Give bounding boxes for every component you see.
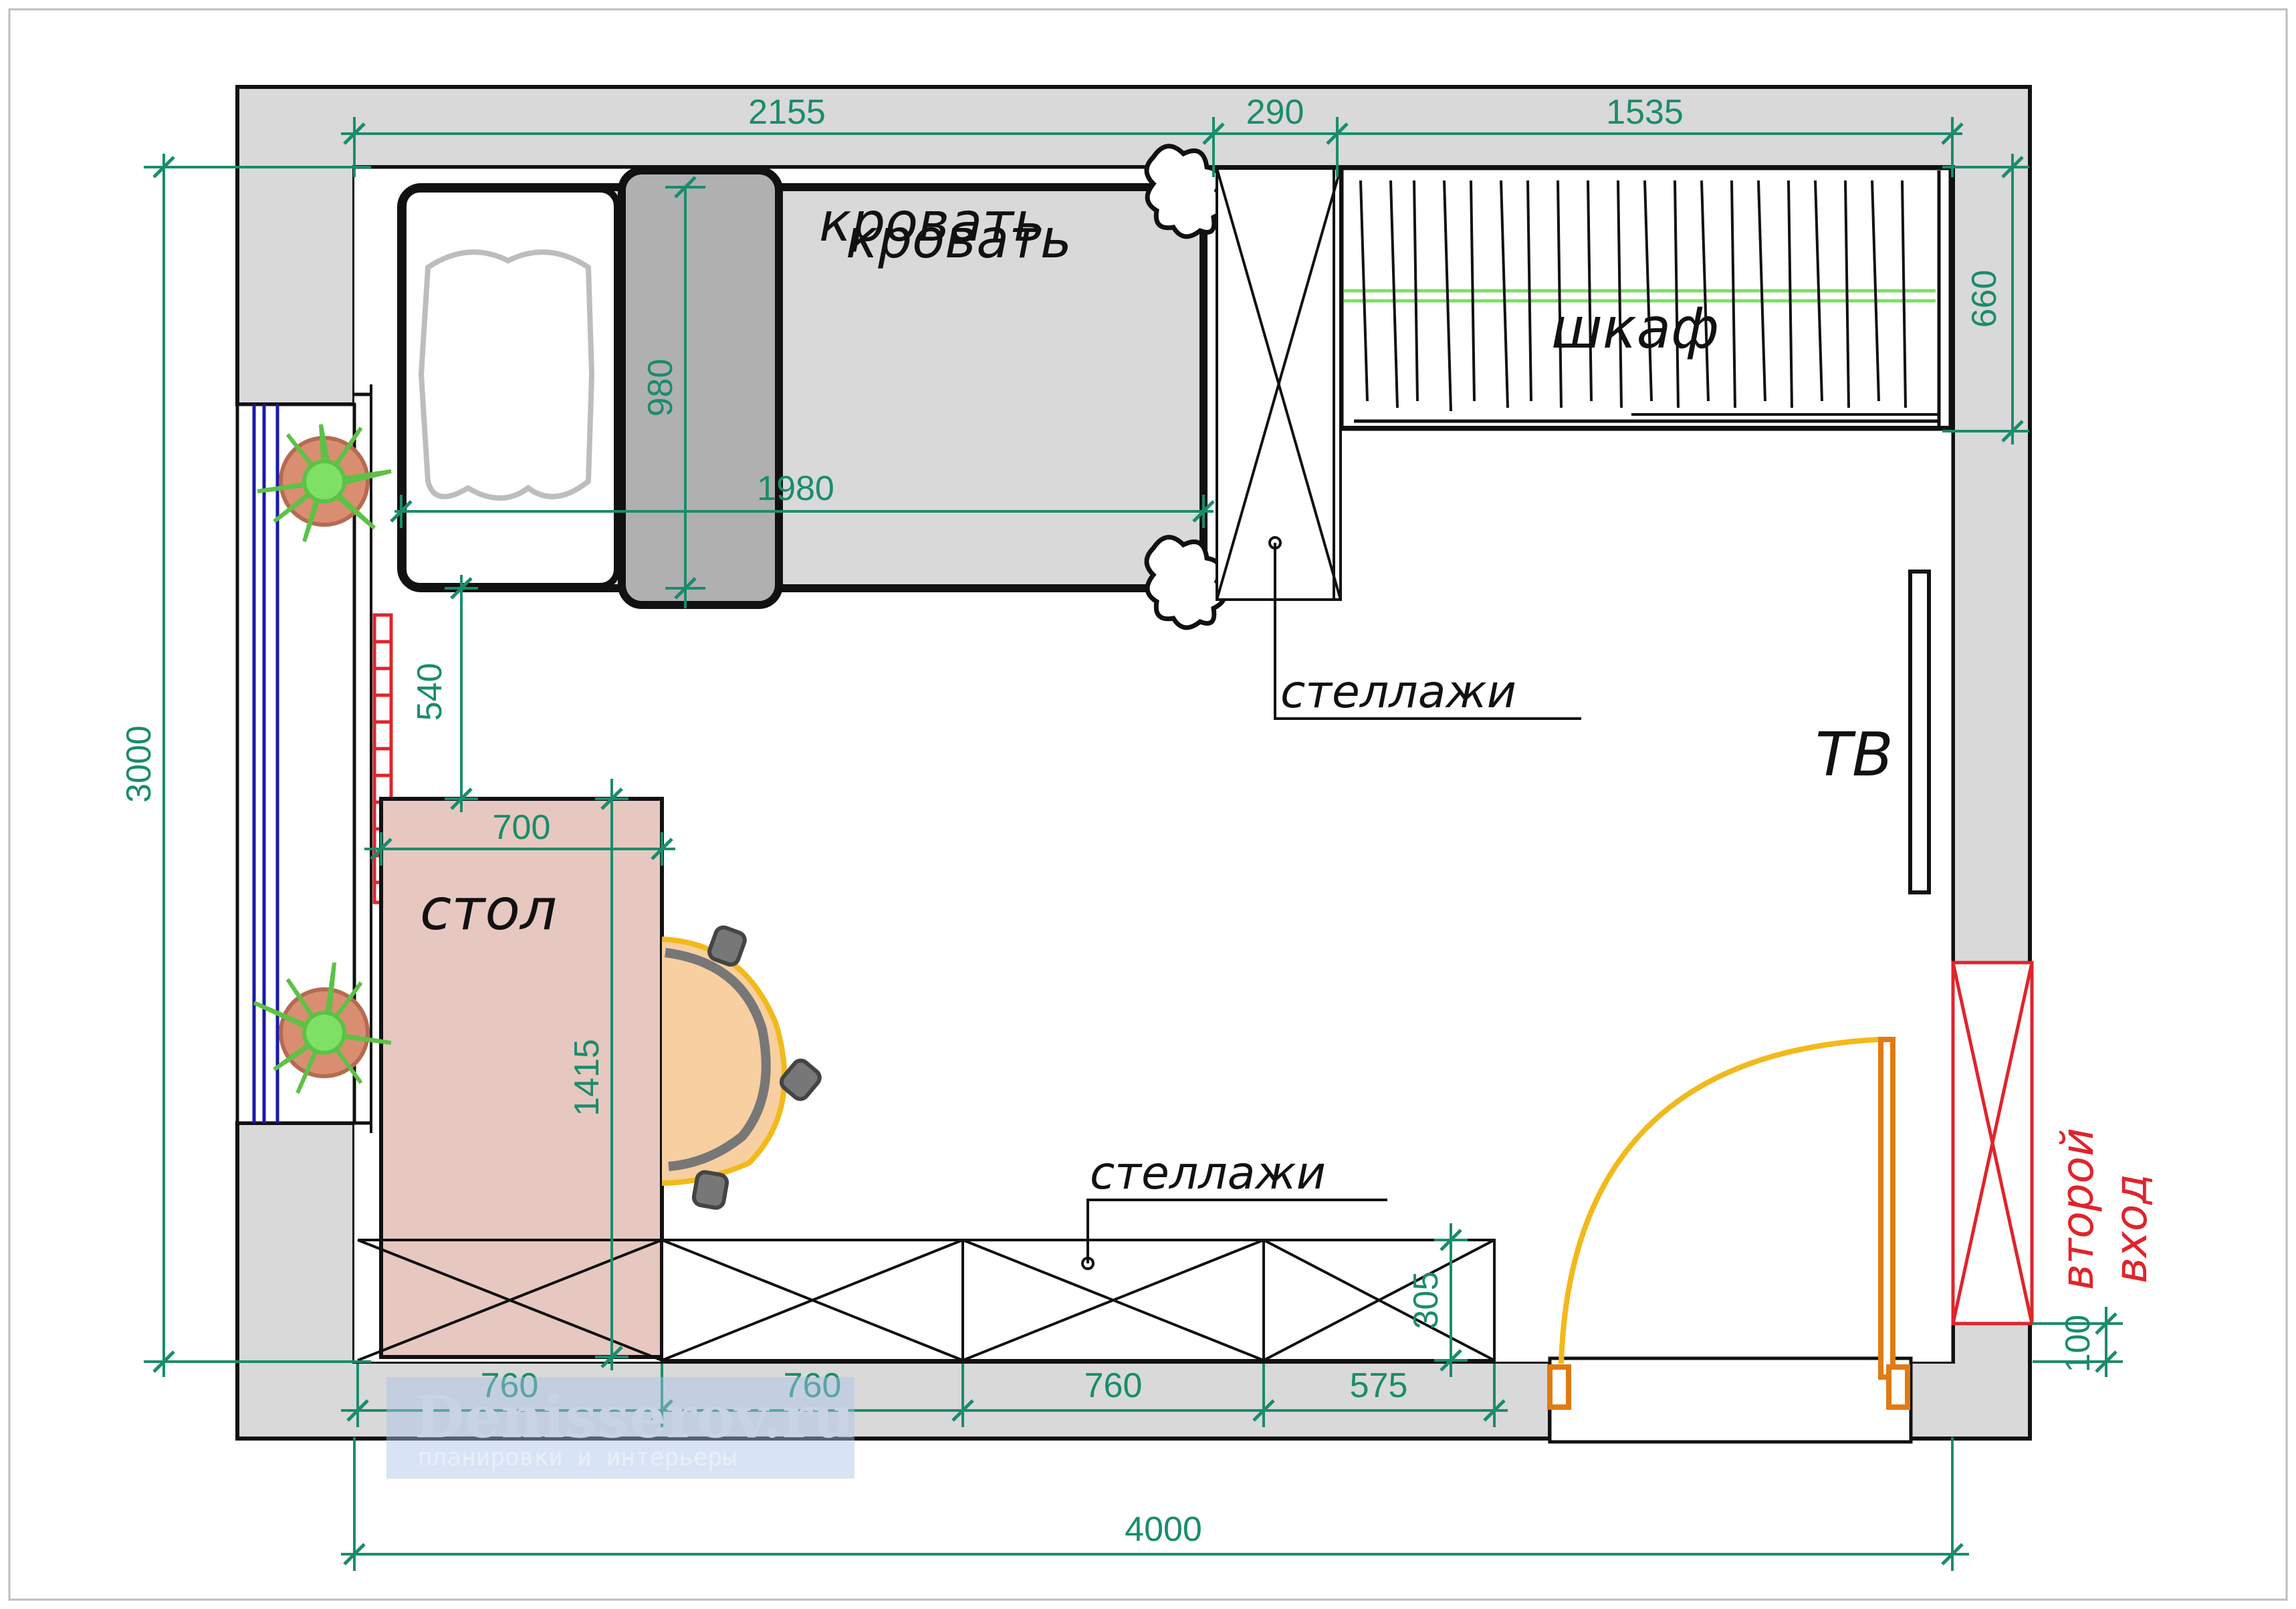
dim-shelf-2: 760 <box>784 1366 842 1405</box>
label-desk: стол <box>420 876 557 943</box>
label-second-entrance-1: второй <box>2052 1128 2103 1290</box>
dim-room-width: 4000 <box>1125 1510 1202 1549</box>
dim-desk-depth: 700 <box>493 808 551 847</box>
plant-icon <box>257 424 392 542</box>
dim-bed-length: 1980 <box>757 469 834 508</box>
label-shelves-top: стеллажи <box>1280 666 1516 719</box>
dimension-ticks <box>152 122 2117 1566</box>
label-wardrobe: шкаф <box>1551 295 1719 361</box>
dim-shelf-4: 575 <box>1350 1366 1408 1405</box>
watermark-site: Denisserov.ru <box>415 1384 854 1451</box>
dim-door-offset: 100 <box>2059 1315 2097 1373</box>
door-opening <box>1548 1356 1913 1444</box>
watermark: Denisserov.ru планировки и интерьеры <box>386 1377 854 1479</box>
pillow <box>418 249 595 501</box>
dimension-lines <box>144 117 2123 1571</box>
label-bed-overlap: кровать <box>846 208 1072 270</box>
plant-icon <box>253 962 392 1094</box>
dim-shelf-3: 760 <box>1084 1366 1143 1405</box>
dim-shelf-depth: 305 <box>1407 1271 1446 1330</box>
dim-wardrobe-depth: 660 <box>1965 270 2004 328</box>
wardrobe <box>1340 166 1952 431</box>
second-entrance <box>1951 961 2034 1326</box>
dim-room-depth: 3000 <box>120 725 158 803</box>
office-chair-icon <box>661 925 822 1210</box>
dim-shelf-1: 760 <box>481 1366 539 1405</box>
nightstand-icon <box>1144 144 1227 630</box>
entry-door <box>1547 1037 1910 1410</box>
leader-lines <box>1086 543 1581 1263</box>
dim-desk-length: 1415 <box>568 1039 606 1116</box>
label-tv: ТВ <box>1815 720 1893 790</box>
shelving-rack-top <box>1216 167 1342 601</box>
dim-bed-width: 980 <box>641 359 680 417</box>
label-shelves-bottom: стеллажи <box>1090 1147 1326 1200</box>
dim-wardrobe-length: 1535 <box>1606 93 1684 132</box>
tv-panel <box>1908 570 1931 894</box>
dim-bed-to-desk: 540 <box>411 663 449 721</box>
watermark-tagline: планировки и интерьеры <box>418 1444 737 1471</box>
dim-bed-length-top: 2155 <box>748 93 826 132</box>
bed <box>397 144 1227 630</box>
desk <box>379 797 664 1359</box>
dim-gap-top: 290 <box>1246 93 1304 132</box>
label-second-entrance-2: вход <box>2105 1174 2157 1283</box>
shelving-rack-bottom <box>357 1239 1496 1362</box>
label-bed: кровать <box>819 191 1045 253</box>
